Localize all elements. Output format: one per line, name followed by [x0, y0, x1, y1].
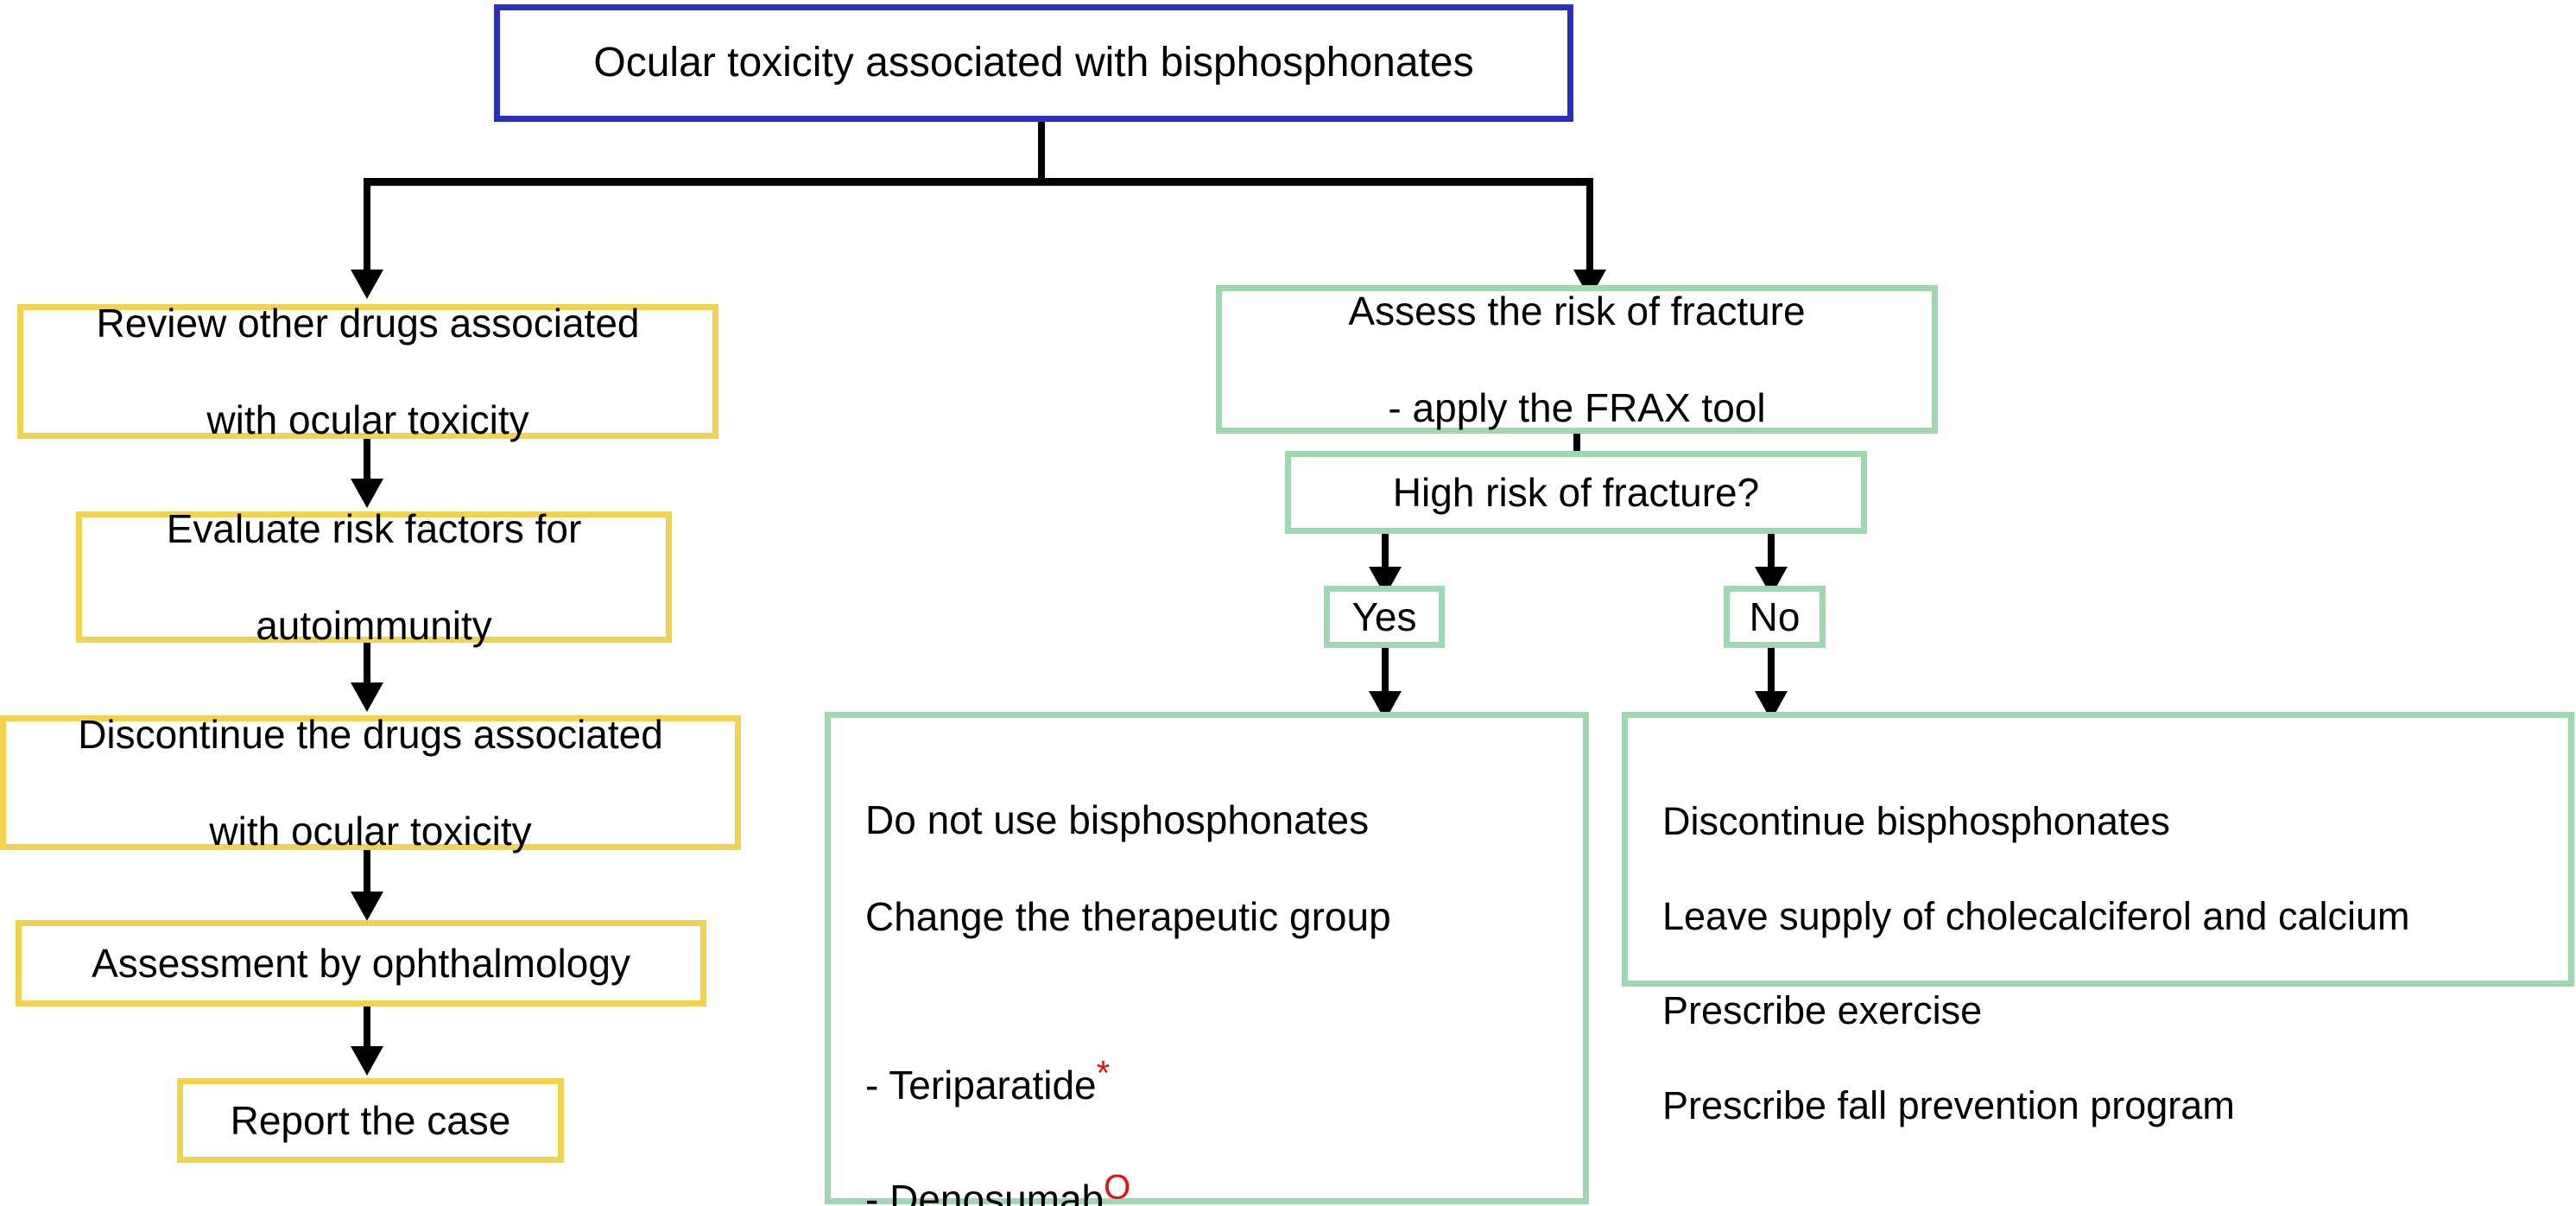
node-no-outcome: Discontinue bisphosphonates Leave supply… [1622, 712, 2574, 1127]
node-label-line-1: Discontinue the drugs associated [78, 711, 663, 757]
edge-evaluate-to-discontinue [364, 643, 370, 688]
node-yes-branch-label: Yes [1324, 586, 1445, 648]
arrowhead-to-ophthalmology [351, 892, 383, 921]
list-item-label: - Denosumab [865, 1176, 1104, 1206]
no-outcome-line-4: Prescribe fall prevention program [1662, 1083, 2235, 1128]
yes-outcome-line-1: Do not use bisphosphonates [865, 797, 1370, 843]
node-label-line-2: autoimmunity [256, 603, 492, 649]
edge-ophthalmology-to-report [364, 1006, 370, 1051]
edge-root-stem [1038, 122, 1045, 184]
edge-yes-to-outcome [1382, 648, 1389, 698]
node-label-line-2: - apply the FRAX tool [1388, 385, 1766, 431]
node-label: Do not use bisphosphonates Change the th… [865, 747, 1413, 1206]
node-label: Assessment by ophthalmology [92, 940, 630, 986]
node-high-risk-of-fracture-decision: High risk of fracture? [1285, 451, 1867, 534]
edge-discontinue-to-ophthalmology [364, 850, 370, 897]
edge-review-to-evaluate [364, 439, 370, 484]
drug-alternatives-list: - Teriparatide* - DenosumabO - Strontium… [865, 1012, 1413, 1206]
edge-root-right-drop [1586, 178, 1593, 273]
node-evaluate-risk-factors: Evaluate risk factors for autoimmunity [76, 506, 672, 648]
arrowhead-to-review-drugs [351, 270, 383, 299]
edge-root-left-drop [364, 178, 370, 273]
list-item-label: - Teriparatide [865, 1062, 1097, 1108]
node-label-line-1: Evaluate risk factors for [166, 505, 582, 551]
arrowhead-to-evaluate-risk [351, 479, 383, 508]
node-label: Discontinue bisphosphonates Leave supply… [1662, 751, 2409, 1177]
node-label: Report the case [230, 1097, 511, 1143]
node-label: High risk of fracture? [1392, 469, 1760, 515]
edge-decision-to-no [1768, 534, 1775, 572]
node-label: No [1749, 593, 1801, 639]
node-label-line-1: Assess the risk of fracture [1348, 288, 1806, 333]
edge-no-to-outcome [1768, 648, 1775, 698]
no-outcome-line-1: Discontinue bisphosphonates [1662, 798, 2170, 843]
arrowhead-to-report-case [351, 1046, 383, 1076]
edge-assess-to-decision [1573, 434, 1580, 454]
node-discontinue-drugs: Discontinue the drugs associated with oc… [0, 712, 741, 854]
circle-marker-icon: O [1104, 1168, 1131, 1206]
node-label: Assess the risk of fracture - apply the … [1348, 238, 1805, 481]
no-outcome-line-2: Leave supply of cholecalciferol and calc… [1662, 893, 2410, 938]
node-label-line-2: with ocular toxicity [206, 397, 529, 443]
node-label: Review other drugs associated with ocula… [97, 251, 640, 493]
node-no-branch-label: No [1724, 586, 1826, 648]
node-assessment-by-ophthalmology: Assessment by ophthalmology [16, 920, 706, 1006]
arrowhead-to-discontinue-drugs [351, 682, 383, 712]
node-review-other-drugs: Review other drugs associated with ocula… [17, 301, 718, 442]
list-item: - DenosumabO [865, 1171, 1413, 1206]
node-label-line-1: Review other drugs associated [96, 300, 640, 346]
node-label-line-2: with ocular toxicity [209, 809, 532, 854]
list-item: - Teriparatide* [865, 1056, 1413, 1109]
edge-decision-to-yes [1382, 534, 1389, 572]
node-report-the-case: Report the case [177, 1078, 564, 1163]
node-label: Ocular toxicity associated with bisphosp… [593, 39, 1474, 86]
asterisk-marker-icon: * [1096, 1054, 1111, 1093]
no-outcome-line-3: Prescribe exercise [1662, 988, 1983, 1033]
node-label: Yes [1351, 593, 1417, 639]
yes-outcome-line-2: Change the therapeutic group [865, 894, 1391, 940]
node-assess-risk-of-fracture: Assess the risk of fracture - apply the … [1216, 285, 1938, 434]
node-label: Discontinue the drugs associated with oc… [78, 662, 663, 904]
node-ocular-toxicity-title: Ocular toxicity associated with bisphosp… [494, 4, 1573, 122]
node-yes-outcome: Do not use bisphosphonates Change the th… [825, 712, 1589, 1206]
node-label: Evaluate risk factors for autoimmunity [167, 456, 582, 699]
edge-root-horizontal [364, 178, 1593, 186]
